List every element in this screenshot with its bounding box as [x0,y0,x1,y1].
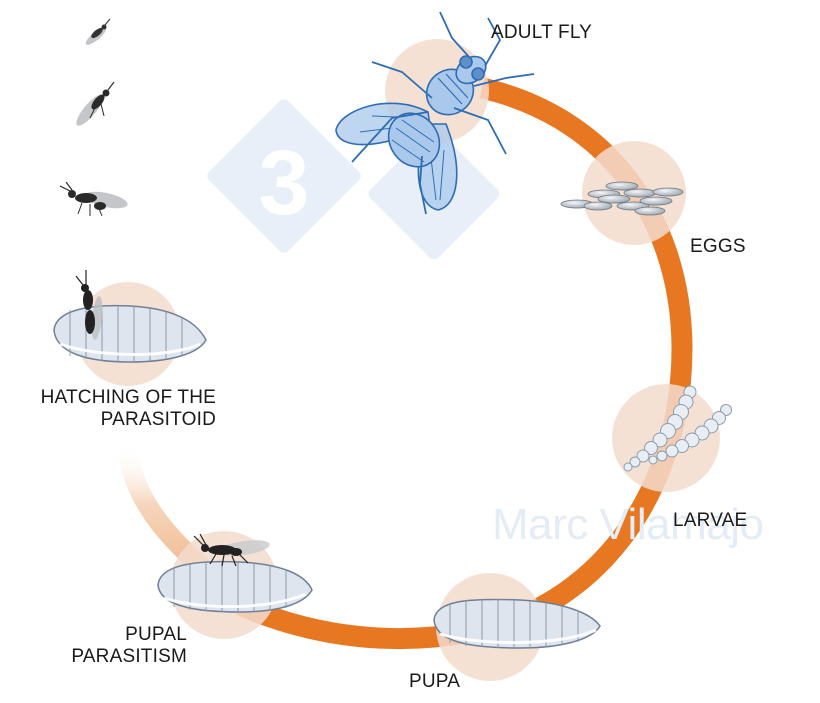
wasp-laying-icon [193,533,270,567]
pupa-icon [433,598,601,649]
parasitized-pupa-icon [157,560,313,613]
label-hatching-line1: HATCHING OF THE [40,387,216,408]
hatching-pupa-icon [53,304,207,363]
wasp-flying-icon-3 [59,181,128,217]
label-hatching: HATCHING OF THE PARASITOID [41,387,216,431]
wasp-emerging-icon [75,270,103,340]
label-hatching-line2: PARASITOID [100,409,216,430]
label-eggs: EGGS [690,236,746,257]
label-larvae: LARVAE [673,510,748,531]
wasp-flying-icon-2 [76,81,115,126]
watermark-digit: 3 [258,132,309,234]
label-adult-fly: ADULT FLY [491,22,593,43]
wasp-flying-icon-1 [85,18,111,45]
eggs-cluster-icon [560,181,684,216]
watermark-text: Marc Vilamajo [492,500,764,549]
label-pupal-parasitism: PUPAL PARASITISM [71,624,187,668]
label-pupal-parasitism-line1: PUPAL [125,624,187,645]
adult-fly-icon [335,11,535,215]
label-pupa: PUPA [409,671,461,692]
larvae-icon [623,385,732,472]
label-pupal-parasitism-line2: PARASITISM [71,646,187,667]
